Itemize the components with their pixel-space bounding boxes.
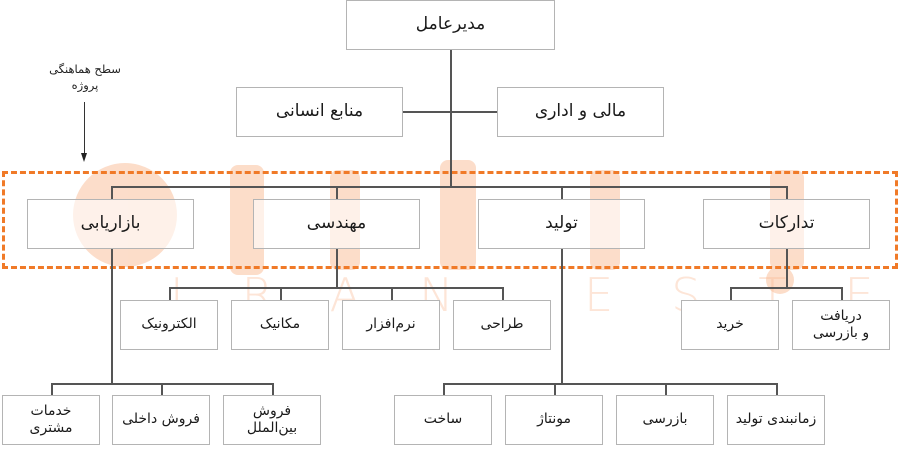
connector: [561, 248, 563, 383]
node-mechanics: مکانیک: [231, 300, 329, 350]
connector: [443, 383, 777, 385]
connector: [272, 383, 274, 395]
connector: [502, 287, 504, 300]
annotation-arrow-shaft: [84, 102, 85, 154]
connector: [169, 287, 171, 300]
node-label: منابع انسانی: [275, 101, 364, 122]
node-production: تولید: [478, 199, 645, 249]
connector: [391, 287, 393, 300]
node-fabrication: ساخت: [394, 395, 492, 445]
node-label: مونتاژ: [537, 411, 571, 428]
connector: [776, 383, 778, 395]
connector: [336, 248, 338, 287]
node-label: الکترونیک: [141, 316, 197, 333]
node-label: خدمات مشتری: [29, 402, 73, 437]
node-production-scheduling: زمانبندی تولید: [727, 395, 825, 445]
node-hr: منابع انسانی: [236, 87, 403, 137]
node-label: مهندسی: [306, 213, 367, 234]
node-label: زمانبندی تولید: [735, 411, 817, 428]
node-label: بازاریابی: [80, 213, 141, 234]
node-marketing: بازاریابی: [27, 199, 194, 249]
connector: [786, 186, 788, 199]
node-finance: مالی و اداری: [497, 87, 664, 137]
node-label: فروش بین‌الملل: [246, 402, 298, 437]
node-software: نرم‌افزار: [342, 300, 440, 350]
connector: [730, 287, 732, 300]
node-customer-service: خدمات مشتری: [2, 395, 100, 445]
connector: [443, 383, 445, 395]
connector: [111, 248, 113, 383]
node-label: بازرسی: [642, 411, 688, 428]
node-international-sales: فروش بین‌الملل: [223, 395, 321, 445]
connector: [51, 383, 53, 395]
node-electronics: الکترونیک: [120, 300, 218, 350]
node-label: تدارکات: [758, 213, 815, 234]
node-purchasing: خرید: [681, 300, 779, 350]
node-label: مکانیک: [259, 316, 301, 333]
connector: [169, 287, 503, 289]
node-label: طراحی: [480, 316, 524, 333]
connector: [111, 186, 787, 188]
node-ceo: مدیرعامل: [346, 0, 555, 50]
node-design: طراحی: [453, 300, 551, 350]
node-domestic-sales: فروش داخلی: [112, 395, 210, 445]
connector: [280, 287, 282, 300]
node-assembly: مونتاژ: [505, 395, 603, 445]
node-procurement: تدارکات: [703, 199, 870, 249]
connector: [554, 383, 556, 395]
node-label: مالی و اداری: [534, 101, 627, 122]
arrow-down-icon: [81, 153, 87, 162]
node-label: خرید: [716, 316, 744, 333]
node-label: فروش داخلی: [122, 411, 200, 428]
connector: [665, 383, 667, 395]
node-label: دریافت و بازرسی: [812, 307, 870, 342]
node-inspection: بازرسی: [616, 395, 714, 445]
connector: [730, 287, 842, 289]
connector: [111, 186, 113, 199]
connector: [336, 186, 338, 199]
connector: [561, 186, 563, 199]
connector: [786, 248, 788, 287]
coordination-level-annotation: سطح هماهنگی پروژه: [49, 62, 121, 92]
connector: [161, 383, 163, 395]
connector: [841, 287, 843, 300]
node-label: مدیرعامل: [415, 14, 486, 35]
node-label: ساخت: [423, 411, 463, 428]
node-label: تولید: [545, 213, 578, 234]
connector: [403, 111, 497, 113]
connector: [450, 49, 452, 187]
node-receiving-inspection: دریافت و بازرسی: [792, 300, 890, 350]
node-engineering: مهندسی: [253, 199, 420, 249]
node-label: نرم‌افزار: [366, 316, 416, 333]
